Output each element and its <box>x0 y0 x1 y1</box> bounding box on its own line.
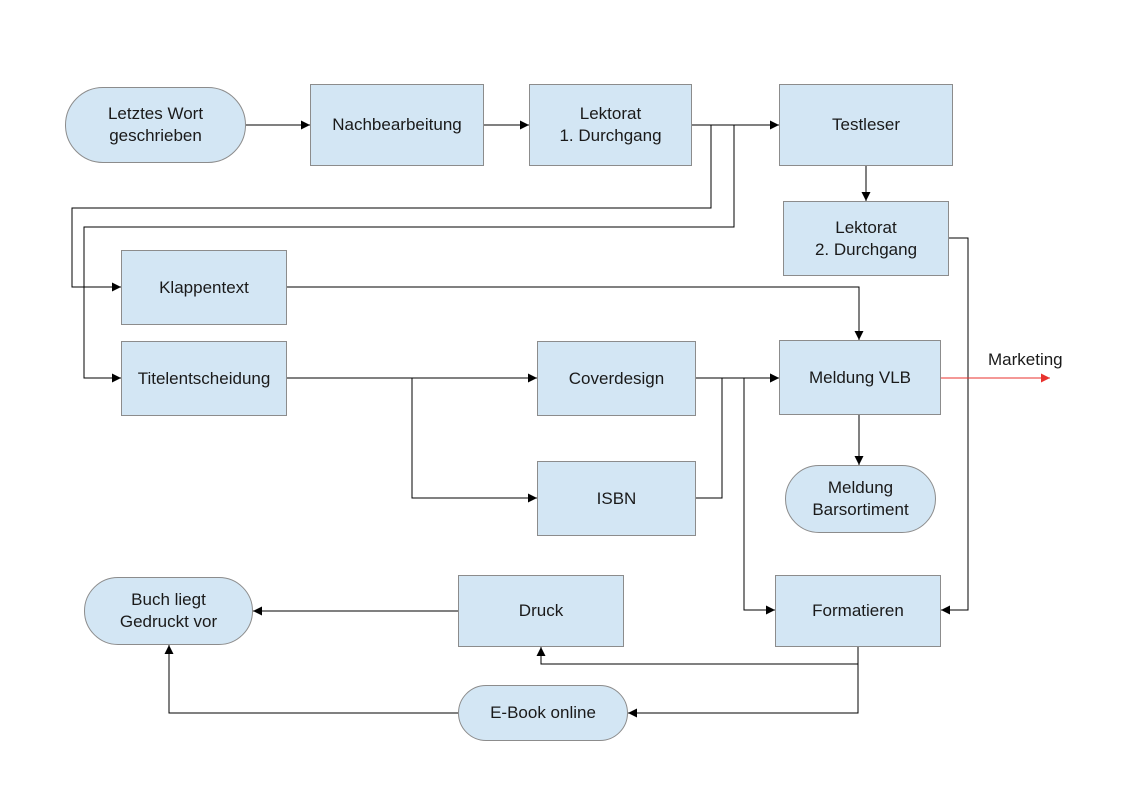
node-meldung-vlb[interactable]: Meldung VLB <box>779 340 941 415</box>
edge-coverdesign-to-formatieren <box>696 377 775 615</box>
node-coverdesign[interactable]: Coverdesign <box>537 341 696 416</box>
edge-formatieren-to-ebook <box>628 647 859 718</box>
edge-klappentext-to-meldung-vlb <box>287 286 864 340</box>
edge-titelentscheidung-to-isbn <box>411 378 537 503</box>
node-letztes-wort[interactable]: Letztes Wort geschrieben <box>65 87 246 163</box>
node-testleser[interactable]: Testleser <box>779 84 953 166</box>
node-lektorat-2[interactable]: Lektorat 2. Durchgang <box>783 201 949 276</box>
node-klappentext[interactable]: Klappentext <box>121 250 287 325</box>
edge-lektorat1-to-titelentscheidung <box>83 124 735 383</box>
node-ebook-online[interactable]: E-Book online <box>458 685 628 741</box>
node-lektorat-1[interactable]: Lektorat 1. Durchgang <box>529 84 692 166</box>
node-nachbearbeitung[interactable]: Nachbearbeitung <box>310 84 484 166</box>
edge-formatieren-to-druck <box>536 647 859 665</box>
node-formatieren[interactable]: Formatieren <box>775 575 941 647</box>
edge-isbn-to-meldung-vlb <box>696 373 779 499</box>
node-druck[interactable]: Druck <box>458 575 624 647</box>
node-titelentscheidung[interactable]: Titelentscheidung <box>121 341 287 416</box>
edge-ebook-to-buch-gedruckt <box>164 645 458 714</box>
node-isbn[interactable]: ISBN <box>537 461 696 536</box>
edge-lektorat2-to-formatieren <box>941 237 969 615</box>
node-meldung-barsortiment[interactable]: Meldung Barsortiment <box>785 465 936 533</box>
label-marketing: Marketing <box>988 350 1063 369</box>
node-buch-gedruckt[interactable]: Buch liegt Gedruckt vor <box>84 577 253 645</box>
